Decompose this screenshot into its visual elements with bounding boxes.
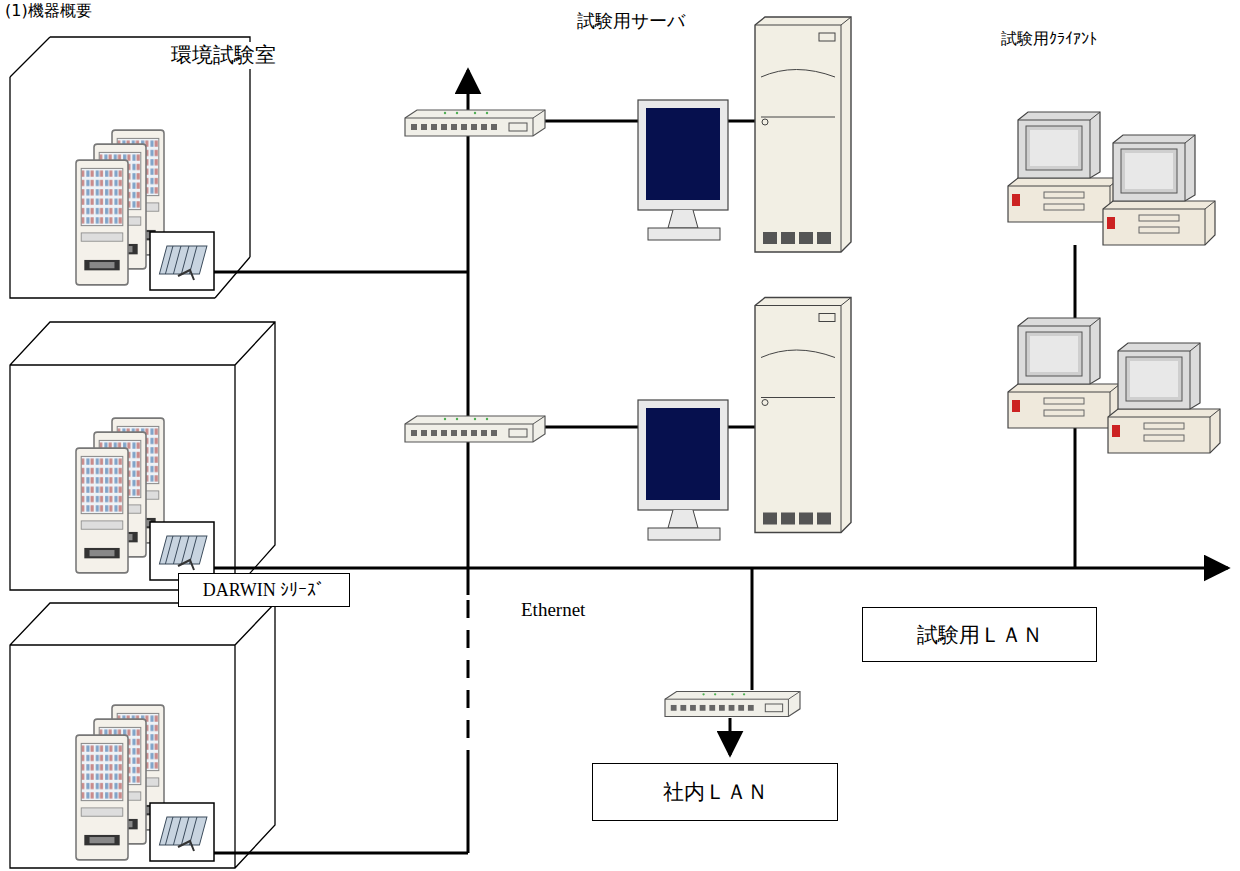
box-text: 試験用ＬＡＮ xyxy=(909,621,1051,649)
network-label: Ethernet xyxy=(518,598,588,623)
box-text: 社内ＬＡＮ xyxy=(655,778,776,806)
server-label: 試験用サーバ xyxy=(574,10,688,34)
network-box: 社内ＬＡＮ xyxy=(592,763,838,821)
box-text: DARWIN ｼﾘｰｽﾞ xyxy=(195,580,334,601)
device-label-box: DARWIN ｼﾘｰｽﾞ xyxy=(178,573,350,607)
figure-title: (1)機器概要 xyxy=(2,0,95,21)
room-label: 環境試験室 xyxy=(168,42,279,69)
client-label: 試験用ｸﾗｲｱﾝﾄ xyxy=(998,28,1100,49)
network-box: 試験用ＬＡＮ xyxy=(862,607,1097,662)
